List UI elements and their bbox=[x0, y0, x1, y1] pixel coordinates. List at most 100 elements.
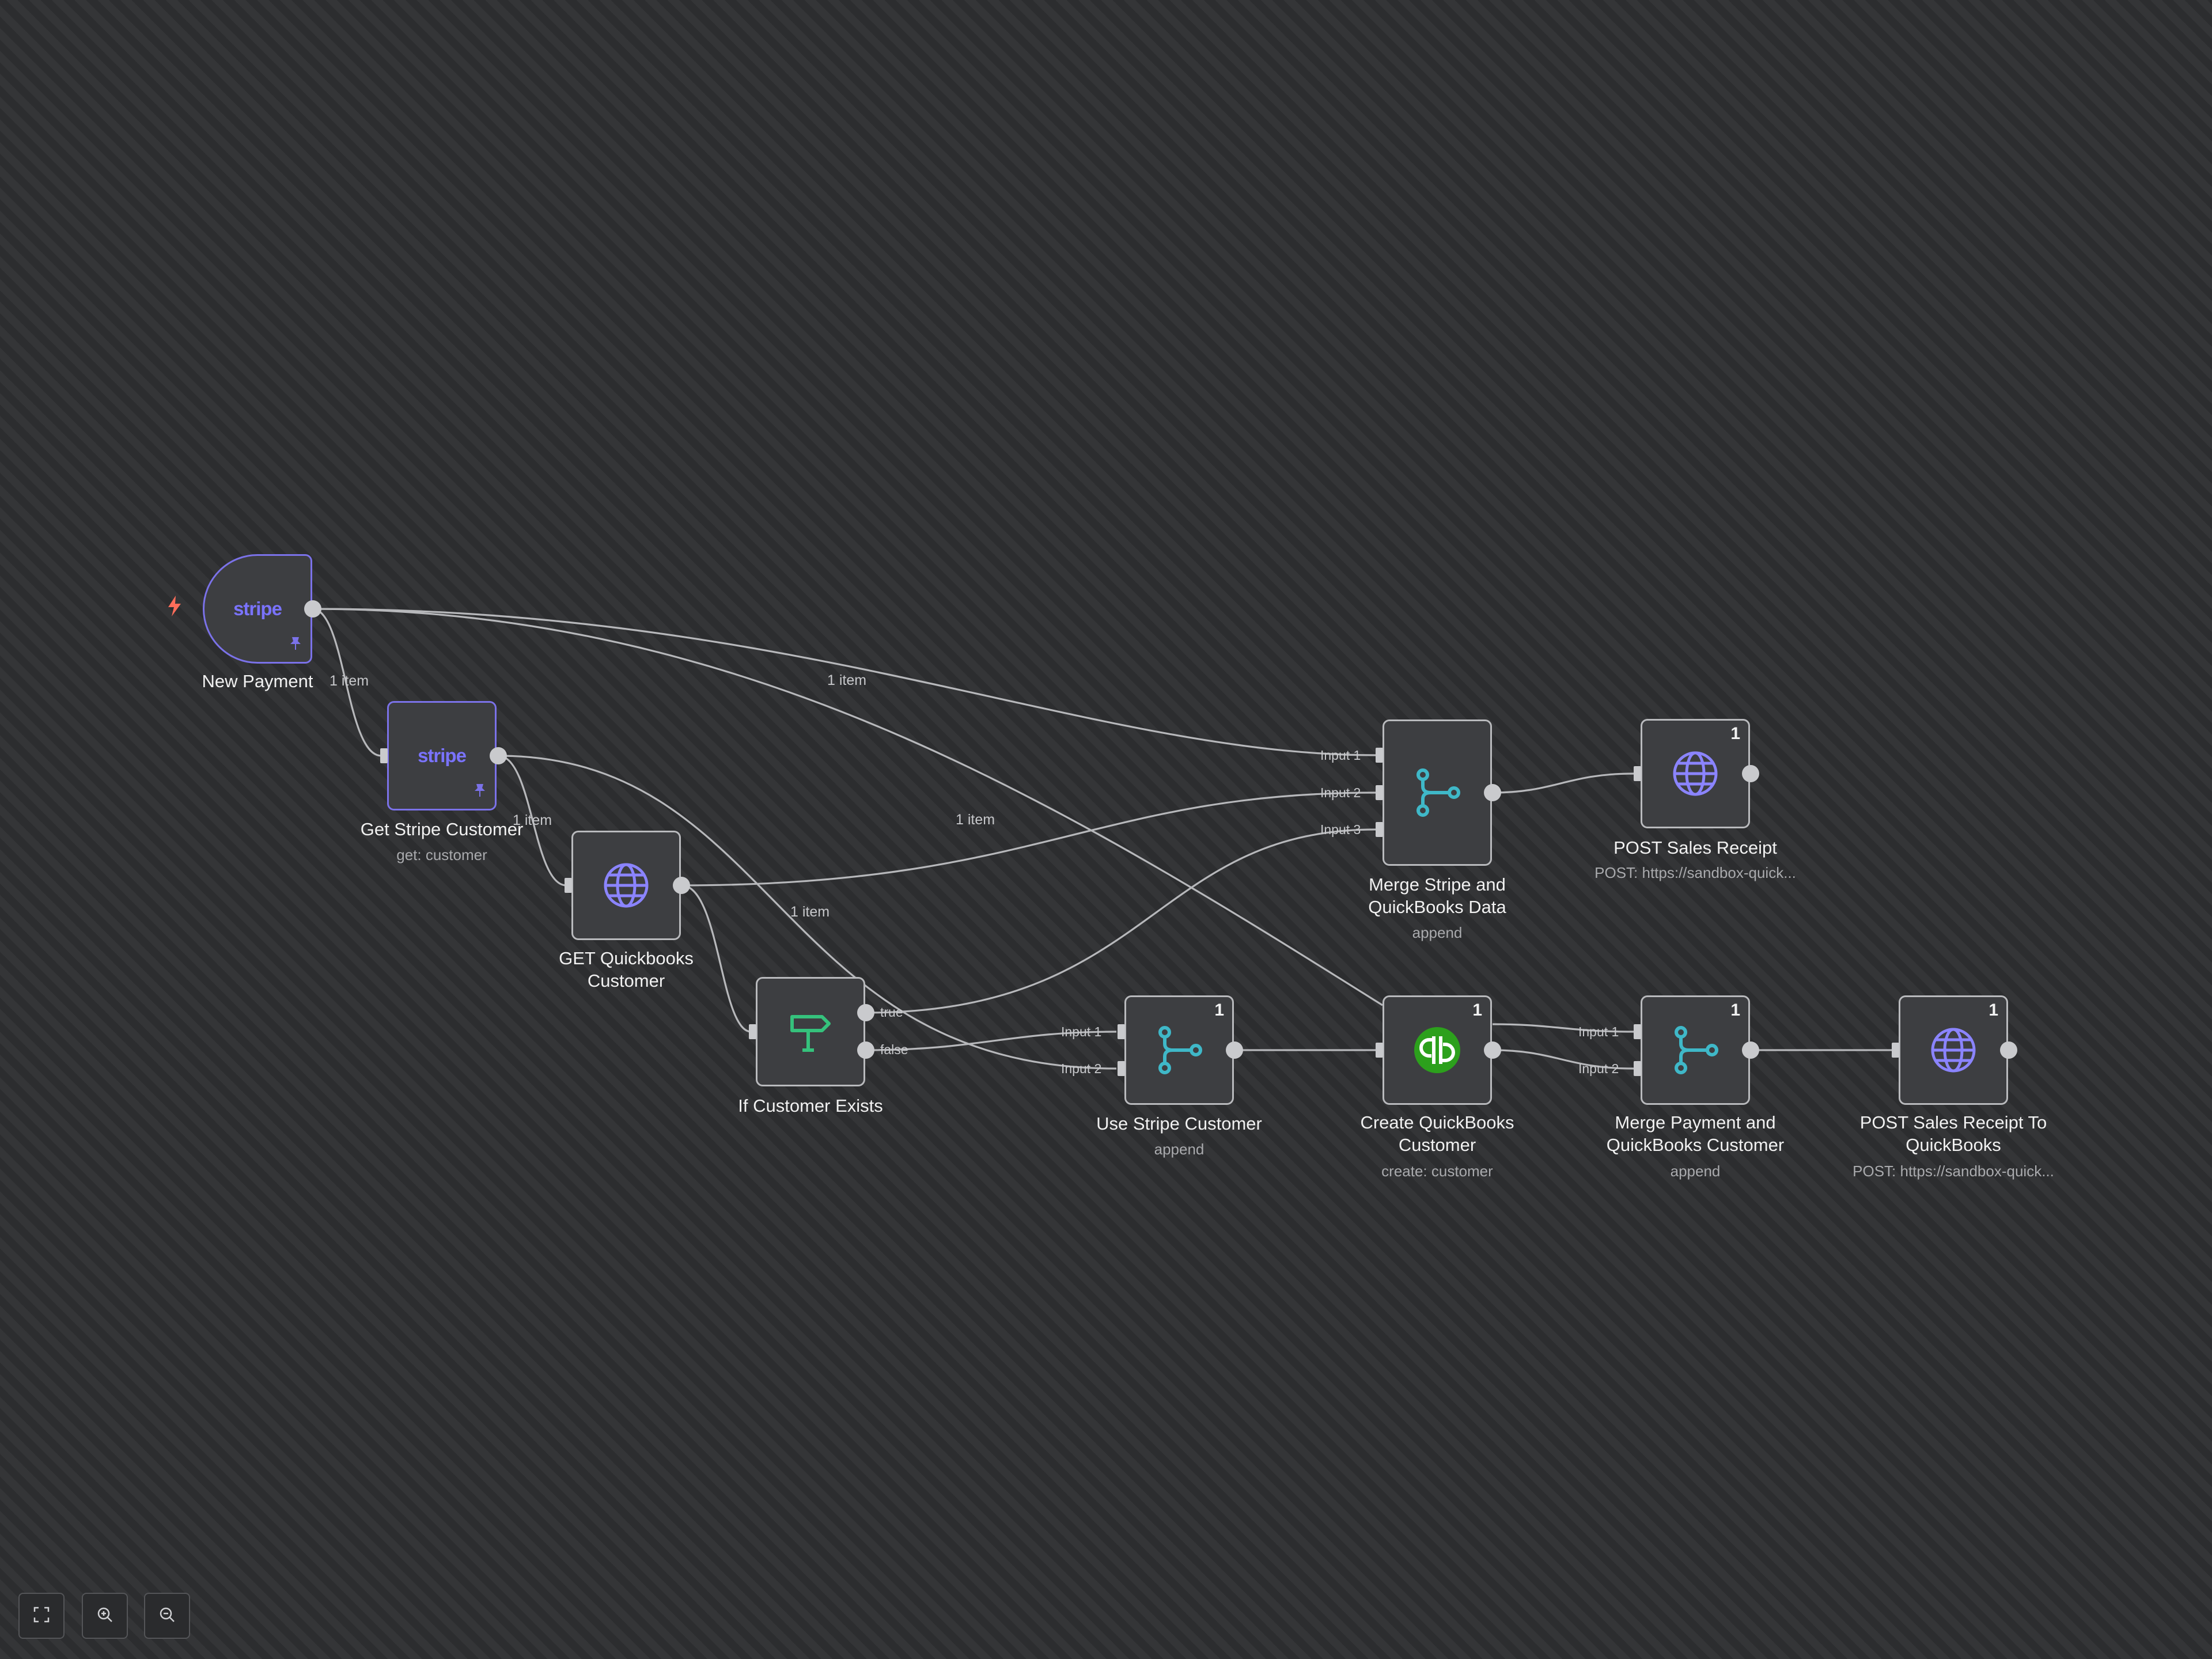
input-port-1[interactable] bbox=[1118, 1024, 1125, 1039]
node-post-sales-receipt[interactable]: 1 bbox=[1641, 719, 1750, 828]
input-port[interactable] bbox=[380, 748, 388, 763]
node-get-stripe-customer[interactable]: stripe bbox=[387, 701, 497, 810]
output-port-false[interactable] bbox=[857, 1041, 874, 1059]
output-port[interactable] bbox=[1742, 1041, 1759, 1059]
connection-create-qb-to-merge-payment-input-2 bbox=[1492, 1049, 1634, 1070]
input-port-2[interactable] bbox=[1118, 1061, 1125, 1076]
node-subtitle: append bbox=[1670, 1162, 1721, 1180]
connection-get-stripe-to-use-stripe-input-2 bbox=[498, 755, 1117, 1070]
output-port[interactable] bbox=[1484, 1041, 1501, 1059]
merge-icon bbox=[1384, 721, 1490, 864]
port-label-input-2: Input 2 bbox=[1320, 785, 1361, 800]
node-label-line: Customer bbox=[587, 971, 665, 991]
node-label-line: QuickBooks Customer bbox=[1606, 1135, 1785, 1155]
node-label: If Customer Exists bbox=[738, 1096, 883, 1116]
pin-icon bbox=[289, 636, 302, 655]
node-merge-stripe-and-quickbooks-data[interactable] bbox=[1382, 719, 1492, 866]
quickbooks-logo-icon bbox=[1384, 997, 1490, 1103]
connection-if-false-to-use-stripe-input-1 bbox=[865, 1031, 1117, 1051]
port-label-false: false bbox=[880, 1042, 908, 1057]
input-port[interactable] bbox=[749, 1024, 756, 1039]
signpost-icon bbox=[757, 979, 863, 1085]
node-post-sales-receipt-to-quickbooks[interactable]: 1 bbox=[1899, 995, 2008, 1105]
port-label-input-3: Input 3 bbox=[1320, 822, 1361, 837]
execution-count-badge: 1 bbox=[1730, 724, 1740, 743]
connection-get-qb-to-merge-input-2 bbox=[681, 791, 1376, 887]
port-label-input-1: Input 1 bbox=[1578, 1024, 1619, 1039]
fit-view-button[interactable] bbox=[18, 1593, 65, 1639]
output-port[interactable] bbox=[2000, 1041, 2017, 1059]
node-label-line: GET Quickbooks bbox=[559, 948, 694, 968]
edge-label: 1 item bbox=[956, 812, 995, 828]
node-label: Use Stripe Customer bbox=[1096, 1113, 1262, 1134]
output-port[interactable] bbox=[1742, 765, 1759, 782]
globe-icon bbox=[1900, 997, 2006, 1103]
zoom-in-button[interactable] bbox=[82, 1593, 128, 1639]
stripe-logo-icon: stripe bbox=[418, 745, 467, 766]
output-port[interactable] bbox=[304, 600, 321, 618]
input-port-1[interactable] bbox=[1634, 1024, 1641, 1039]
port-label-input-2: Input 2 bbox=[1578, 1061, 1619, 1076]
merge-icon bbox=[1642, 997, 1748, 1103]
merge-icon bbox=[1126, 997, 1232, 1103]
execution-count-badge: 1 bbox=[1214, 1001, 1224, 1020]
connection-new-payment-to-merge-input-1 bbox=[312, 608, 1376, 756]
node-subtitle: append bbox=[1154, 1141, 1205, 1158]
output-port[interactable] bbox=[490, 747, 507, 764]
connection-if-true-to-merge-input-3 bbox=[865, 828, 1376, 1014]
node-label-line: Merge Payment and bbox=[1615, 1112, 1776, 1132]
input-port-2[interactable] bbox=[1634, 1061, 1641, 1076]
node-label-line: QuickBooks Data bbox=[1368, 897, 1506, 917]
node-if-customer-exists[interactable] bbox=[756, 977, 865, 1086]
output-port[interactable] bbox=[1484, 784, 1501, 801]
node-label: New Payment bbox=[202, 671, 313, 691]
input-port[interactable] bbox=[1892, 1043, 1899, 1058]
node-use-stripe-customer[interactable]: 1 bbox=[1124, 995, 1234, 1105]
node-label-line: Customer bbox=[1398, 1135, 1476, 1155]
input-port[interactable] bbox=[565, 878, 572, 893]
port-label-true: true bbox=[880, 1005, 903, 1020]
node-subtitle: get: customer bbox=[396, 846, 487, 863]
edge-label: 1 item bbox=[827, 672, 867, 688]
node-label: Get Stripe Customer bbox=[360, 819, 524, 839]
input-port[interactable] bbox=[1634, 766, 1641, 781]
connection-create-qb-to-merge-payment-input-1 bbox=[1492, 1023, 1634, 1033]
port-label-input-1: Input 1 bbox=[1320, 748, 1361, 763]
connection-merge-to-post-sales-receipt bbox=[1492, 772, 1634, 794]
input-port-3[interactable] bbox=[1376, 822, 1383, 837]
output-port-true[interactable] bbox=[857, 1004, 874, 1021]
port-label-input-1: Input 1 bbox=[1061, 1024, 1102, 1039]
connection-new-payment-to-get-stripe-customer bbox=[312, 608, 382, 757]
node-label-line: Create QuickBooks bbox=[1360, 1112, 1514, 1132]
execution-count-badge: 1 bbox=[1472, 1001, 1482, 1020]
globe-icon bbox=[1642, 721, 1748, 827]
node-subtitle: append bbox=[1412, 924, 1463, 941]
zoom-in-icon bbox=[96, 1605, 114, 1627]
zoom-out-button[interactable] bbox=[144, 1593, 190, 1639]
stripe-logo-icon: stripe bbox=[233, 598, 282, 619]
input-port-2[interactable] bbox=[1376, 785, 1383, 800]
node-create-quickbooks-customer[interactable]: 1 bbox=[1382, 995, 1492, 1105]
node-label: POST Sales Receipt bbox=[1613, 838, 1777, 858]
output-port[interactable] bbox=[673, 877, 690, 894]
node-label: Merge Stripe and QuickBooks Data bbox=[1328, 873, 1547, 918]
node-subtitle: POST: https://sandbox-quick... bbox=[1853, 1162, 2054, 1180]
node-new-payment[interactable]: stripe bbox=[203, 554, 312, 664]
trigger-bolt-icon bbox=[166, 594, 183, 623]
node-get-quickbooks-customer[interactable] bbox=[571, 831, 681, 940]
node-label: Merge Payment and QuickBooks Customer bbox=[1586, 1111, 1805, 1156]
zoom-out-icon bbox=[158, 1605, 176, 1627]
fit-view-icon bbox=[32, 1605, 51, 1627]
input-port[interactable] bbox=[1376, 1043, 1383, 1058]
node-label-line: Merge Stripe and bbox=[1369, 874, 1506, 895]
connection-get-stripe-to-get-qb bbox=[498, 755, 567, 887]
node-label: Create QuickBooks Customer bbox=[1328, 1111, 1547, 1156]
node-label: POST Sales Receipt To QuickBooks bbox=[1844, 1111, 2063, 1156]
input-port-1[interactable] bbox=[1376, 748, 1383, 763]
connection-get-qb-to-if bbox=[681, 884, 752, 1033]
node-merge-payment-and-quickbooks-customer[interactable]: 1 bbox=[1641, 995, 1750, 1105]
node-subtitle: POST: https://sandbox-quick... bbox=[1594, 864, 1796, 881]
output-port[interactable] bbox=[1226, 1041, 1243, 1059]
